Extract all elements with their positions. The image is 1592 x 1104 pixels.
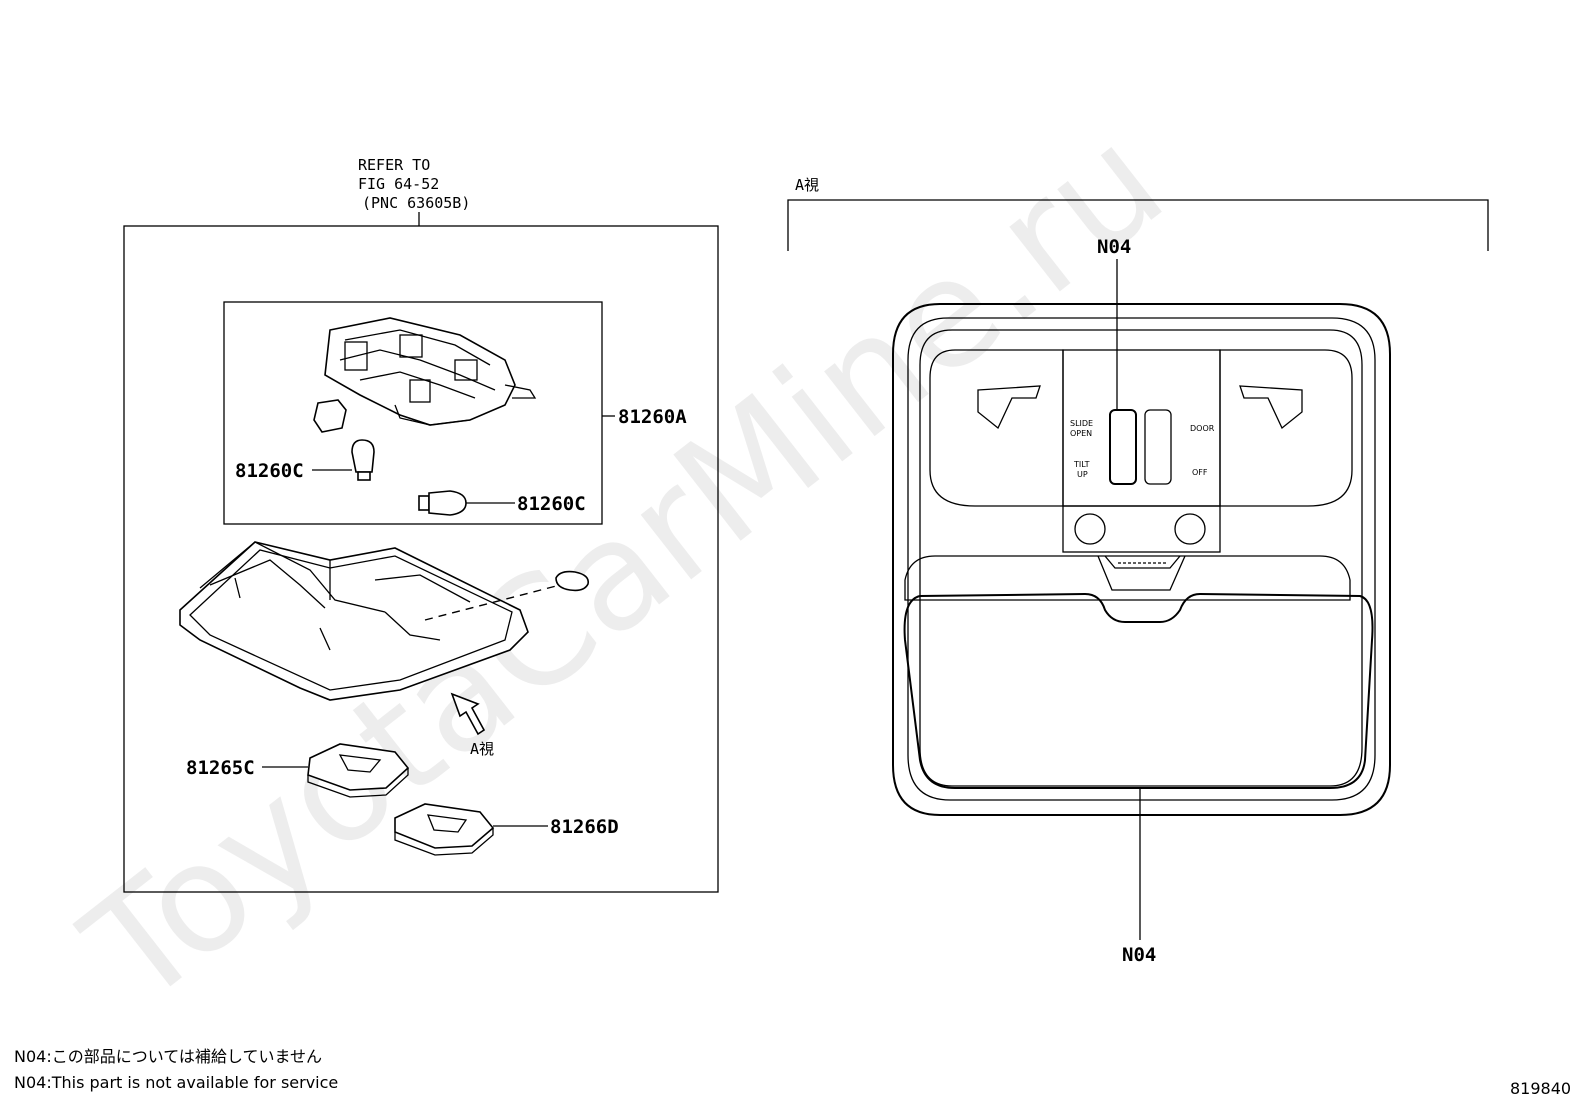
pad-81266D (394, 803, 495, 856)
switch-label-off: OFF (1192, 468, 1208, 477)
label-81266D: 81266D (550, 816, 619, 838)
view-arrow (450, 692, 486, 736)
assembly-outer-box (123, 225, 719, 893)
callout-N04-bottom: N04 (1122, 944, 1156, 966)
pad-81265C (307, 743, 410, 798)
switch-label-open: OPEN (1070, 429, 1092, 438)
note-japanese: N04:この部品については補給していません (14, 1047, 322, 1066)
lamp-subassembly-box (223, 301, 603, 525)
bulb-right (418, 490, 467, 516)
switch-label-up: UP (1077, 470, 1088, 479)
switch-label-slide: SLIDE (1070, 419, 1093, 428)
refer-line-2: FIG 64-52 (358, 175, 439, 193)
callout-N04-top: N04 (1097, 236, 1131, 258)
refer-line-1: REFER TO (358, 156, 430, 174)
figure-id: 819840 (1510, 1079, 1571, 1098)
switch-knob-part (555, 570, 590, 592)
overhead-console-drawing (892, 303, 1391, 816)
clip-part (313, 399, 347, 433)
bulb-left (351, 439, 375, 481)
view-arrow-label: A視 (470, 740, 494, 758)
door-switch (1144, 409, 1172, 485)
label-81260C-right: 81260C (517, 493, 586, 515)
map-lamp-button-right (1174, 513, 1206, 545)
lamp-housing-drawing (324, 317, 537, 426)
label-81260C-left: 81260C (235, 460, 304, 482)
label-81260A: 81260A (618, 406, 687, 428)
refer-line-3: (PNC 63605B) (362, 194, 470, 212)
map-lamp-button-left (1074, 513, 1106, 545)
lens-cover-drawing (179, 541, 561, 701)
view-title: A視 (795, 176, 819, 194)
sunroof-switch (1109, 409, 1137, 485)
switch-label-tilt: TILT (1073, 460, 1090, 469)
view-bracket (787, 199, 1489, 251)
note-english: N04:This part is not available for servi… (14, 1073, 338, 1092)
switch-label-door: DOOR (1190, 424, 1215, 433)
label-81265C: 81265C (186, 757, 255, 779)
refer-note: REFER TO FIG 64-52 (PNC 63605B) (358, 156, 470, 226)
